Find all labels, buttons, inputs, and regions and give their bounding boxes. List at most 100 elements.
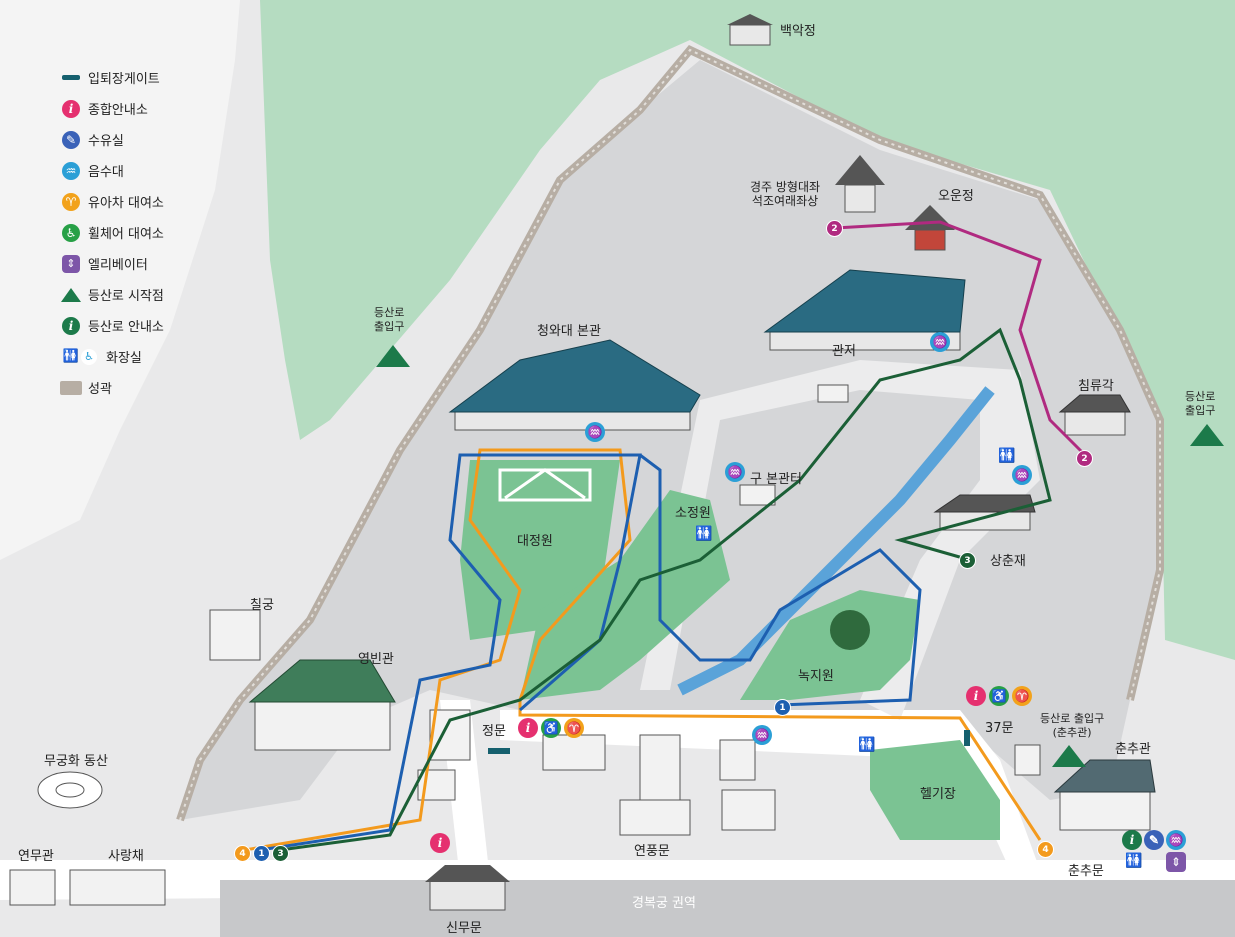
- route-marker-1: 1: [253, 845, 270, 862]
- gate-line-icon: [62, 75, 80, 80]
- trail-start-icon: [376, 345, 410, 367]
- restroom-icon: 🚻: [858, 737, 876, 753]
- info-icon: i: [430, 833, 450, 853]
- label-baekakjeong: 백악정: [780, 24, 816, 39]
- stroller-icon: ♈: [1012, 686, 1032, 706]
- elevator-icon: ⇕: [62, 254, 80, 273]
- gate-37: [964, 730, 970, 746]
- route-4: [244, 448, 1042, 852]
- route-2: [834, 220, 1087, 457]
- label-yeongbin: 영빈관: [358, 652, 394, 667]
- forest-area: [260, 0, 1235, 660]
- baekak-pavilion: [727, 14, 773, 46]
- legend-item-trail-info: i 등산로 안내소: [60, 310, 164, 341]
- accessible-icon: ♿: [81, 348, 98, 365]
- misc-buildings: [9, 384, 1041, 906]
- label-chimnyu: 침류각: [1078, 379, 1114, 394]
- wheelchair-icon: ♿: [541, 718, 561, 738]
- buddha-pavilion: [835, 155, 885, 213]
- info-icon: i: [966, 686, 986, 706]
- info-icon: i: [518, 718, 538, 738]
- gyeongbok-zone: [220, 880, 1235, 937]
- trail-info-icon: i: [1122, 830, 1142, 850]
- heli-lawn: [870, 740, 1000, 840]
- label-gwanjeo: 관저: [832, 344, 856, 359]
- label-gyeongbok: 경복궁 권역: [632, 896, 696, 911]
- legend: 입퇴장게이트 i 종합안내소 ✎ 수유실 ♒ 음수대 ♈ 유아차 대여소 ♿ 휠…: [60, 62, 164, 403]
- stroller-icon: ♈: [62, 192, 80, 211]
- outer-area: [0, 0, 240, 560]
- legend-item-elevator: ⇕ 엘리베이터: [60, 248, 164, 279]
- water-fountain-icon: ♒: [930, 332, 950, 352]
- legend-item-wall: 성곽: [60, 372, 164, 403]
- legend-item-gate: 입퇴장게이트: [60, 62, 164, 93]
- label-jeongmun: 정문: [482, 724, 506, 739]
- label-sinmu: 신무문: [446, 921, 482, 936]
- nokji-lawn: [740, 590, 920, 700]
- legend-item-trail-start: 등산로 시작점: [60, 279, 164, 310]
- restroom-icon: 🚻: [695, 526, 713, 542]
- water-fountain-icon: ♒: [752, 725, 772, 745]
- water-fountain-icon: ♒: [585, 422, 605, 442]
- elevator-icon: ⇕: [1166, 852, 1186, 872]
- legend-item-info: i 종합안내소: [60, 93, 164, 124]
- route-marker-3: 3: [272, 845, 289, 862]
- yeongbin-building: [248, 659, 396, 751]
- stream: [677, 386, 995, 696]
- water-fountain-icon: ♒: [62, 161, 80, 180]
- yeonpung-building: [619, 734, 691, 836]
- label-heli: 헬기장: [920, 787, 956, 802]
- route-marker-4: 4: [234, 845, 251, 862]
- gwanjeo-building: [763, 269, 966, 351]
- nursing-room-icon: ✎: [1144, 830, 1164, 850]
- trail-start-icon: [1190, 424, 1224, 446]
- label-trail-chunchu: 등산로 출입구 (춘추관): [1040, 712, 1105, 739]
- gate-jeongmun: [488, 748, 510, 754]
- stroller-icon: ♈: [564, 718, 584, 738]
- water-fountain-icon: ♒: [725, 462, 745, 482]
- restroom-icon: 🚻: [1125, 853, 1143, 869]
- label-trail-east: 등산로 출입구: [1185, 390, 1216, 417]
- route-marker-2: 2: [1076, 450, 1093, 467]
- chunchu-building: [1053, 759, 1156, 831]
- restroom-icon: 🚻: [998, 448, 1016, 464]
- water-fountain-icon: ♒: [1012, 465, 1032, 485]
- route-marker-3: 3: [959, 552, 976, 569]
- wheelchair-icon: ♿: [989, 686, 1009, 706]
- label-chunchu-gate: 춘추문: [1068, 864, 1104, 879]
- water-fountain-icon: ♒: [1166, 830, 1186, 850]
- label-yeonmu: 연무관: [18, 849, 54, 864]
- route-3: [279, 327, 1052, 852]
- label-gate37: 37문: [985, 721, 1014, 736]
- legend-item-wheelchair: ♿ 휠체어 대여소: [60, 217, 164, 248]
- trail-start-icon: [1052, 745, 1086, 767]
- info-icon: i: [62, 99, 80, 118]
- label-oun: 오운정: [938, 189, 974, 204]
- trail-start-icon: [61, 287, 81, 302]
- label-trail-west: 등산로 출입구: [374, 306, 405, 333]
- label-nokji: 녹지원: [798, 669, 834, 684]
- label-daejeong: 대정원: [517, 534, 553, 549]
- wheelchair-icon: ♿: [62, 223, 80, 242]
- label-old-site: 구 본관터: [750, 472, 802, 487]
- fortress-wall-icon: [60, 380, 82, 395]
- legend-item-restroom: 🚻 ♿ 화장실: [62, 348, 142, 366]
- label-yeonpung: 연풍문: [634, 844, 670, 859]
- route-marker-2: 2: [826, 220, 843, 237]
- label-chunchu-hall: 춘추관: [1115, 742, 1151, 757]
- legend-item-nursing: ✎ 수유실: [60, 124, 164, 155]
- label-chilgung: 칠궁: [250, 598, 274, 613]
- legend-item-water: ♒ 음수대: [60, 155, 164, 186]
- label-main-hall: 청와대 본관: [537, 324, 601, 339]
- legend-item-stroller: ♈ 유아차 대여소: [60, 186, 164, 217]
- label-mugunghwa: 무궁화 동산: [44, 754, 108, 769]
- nursing-room-icon: ✎: [62, 130, 80, 149]
- label-buddha: 경주 방형대좌 석조여래좌상: [750, 180, 821, 208]
- sojeong-lawn: [520, 490, 730, 700]
- route-marker-1: 1: [774, 699, 791, 716]
- main-hall-building: [448, 339, 701, 431]
- sinmu-gate: [425, 865, 510, 911]
- label-sangchun: 상춘재: [990, 554, 1026, 569]
